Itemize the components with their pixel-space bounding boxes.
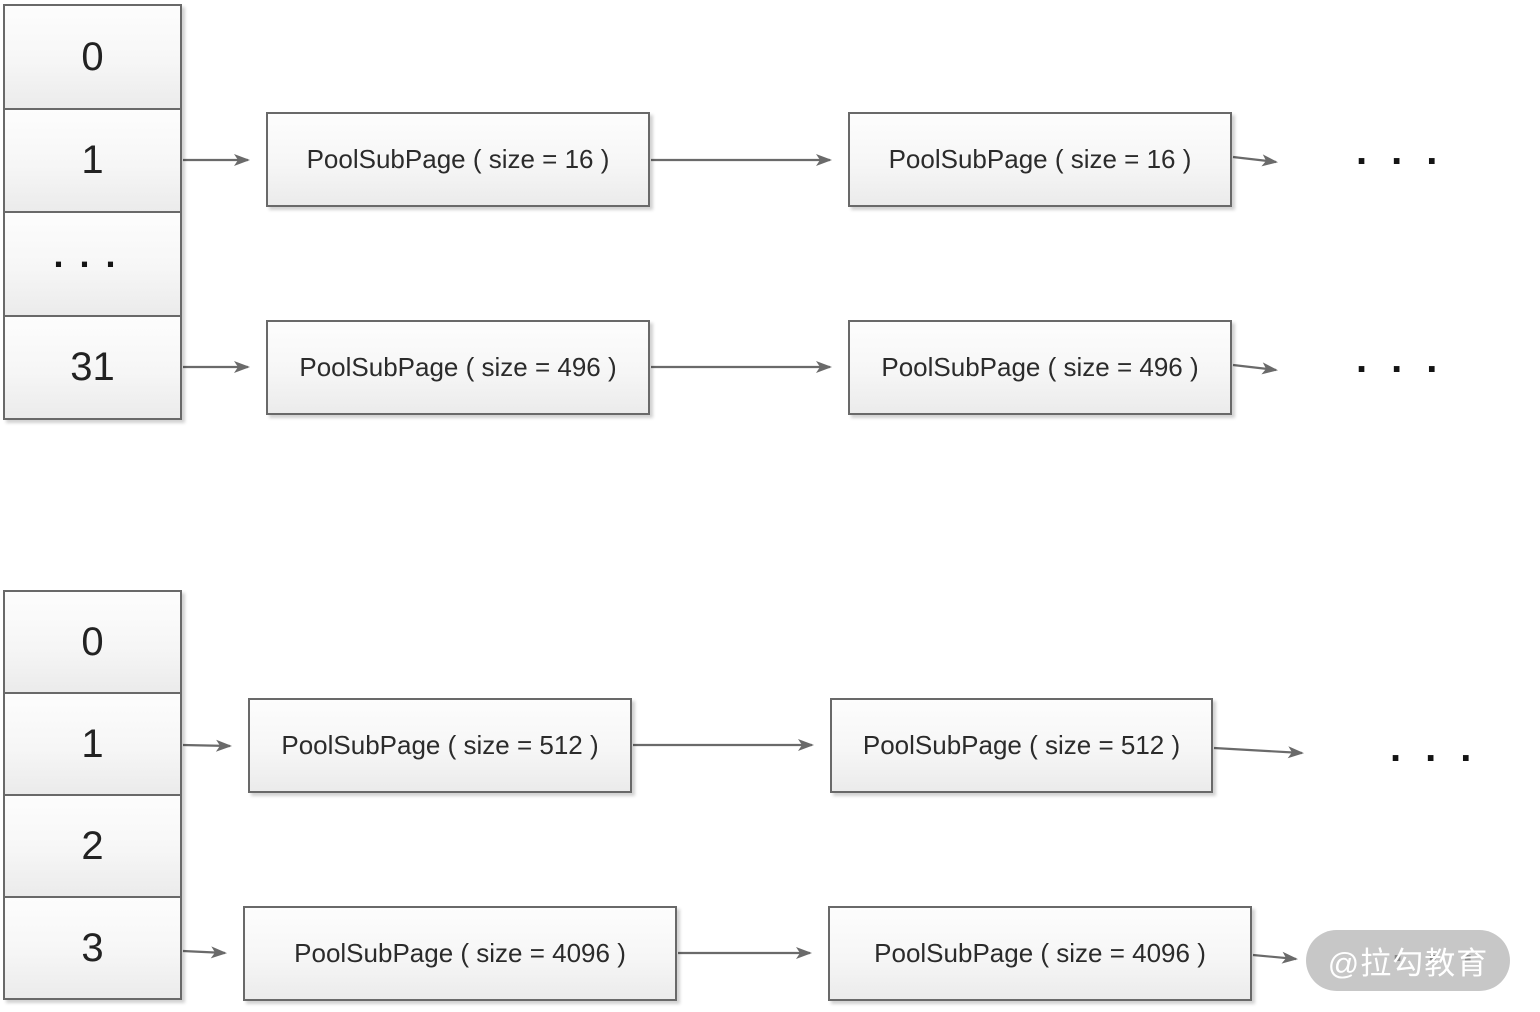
poolsubpage-node: PoolSubPage ( size = 512 ) xyxy=(248,698,632,793)
array-cell: 3 xyxy=(5,896,180,998)
watermark-label: @拉勾教育 xyxy=(1327,946,1489,981)
poolsubpage-node-label: PoolSubPage ( size = 496 ) xyxy=(299,352,617,382)
poolsubpage-node: PoolSubPage ( size = 16 ) xyxy=(848,112,1232,207)
array-cell: 2 xyxy=(5,794,180,896)
poolsubpage-node: PoolSubPage ( size = 496 ) xyxy=(266,320,650,415)
flow-arrow xyxy=(1232,154,1278,167)
array-cell: 1 xyxy=(5,107,180,211)
array-cell-label: 31 xyxy=(70,345,115,390)
array-cell: 1 xyxy=(5,692,180,794)
poolsubpage-node: PoolSubPage ( size = 512 ) xyxy=(830,698,1213,793)
poolsubpage-node-label: PoolSubPage ( size = 16 ) xyxy=(888,144,1192,174)
array-cell-label: 0 xyxy=(81,620,104,664)
poolsubpage-node: PoolSubPage ( size = 16 ) xyxy=(266,112,650,207)
array-cell-label: 0 xyxy=(81,34,104,79)
array-cell-label: 1 xyxy=(81,722,104,766)
array-cell: 31 xyxy=(5,314,180,418)
ellipsis: ... xyxy=(1356,129,1462,173)
flow-arrow xyxy=(1252,951,1298,964)
poolsubpage-node-label: PoolSubPage ( size = 512 ) xyxy=(862,730,1181,760)
flow-arrow xyxy=(1213,746,1304,759)
array-cell: ... xyxy=(5,211,180,315)
watermark-badge: @拉勾教育 xyxy=(1306,930,1510,991)
array-cell-label: 3 xyxy=(81,926,104,970)
tiny-subpage-pool-array: 0 1 ... 31 xyxy=(3,4,182,420)
flow-arrow xyxy=(182,946,227,959)
poolsubpage-node-label: PoolSubPage ( size = 512 ) xyxy=(281,730,599,760)
poolsubpage-node: PoolSubPage ( size = 4096 ) xyxy=(243,906,677,1001)
array-cell-label: 2 xyxy=(81,824,104,868)
poolsubpage-node-label: PoolSubPage ( size = 4096 ) xyxy=(874,938,1206,968)
flow-arrow xyxy=(182,739,232,752)
poolsubpage-node-label: PoolSubPage ( size = 496 ) xyxy=(881,352,1199,382)
poolsubpage-node-label: PoolSubPage ( size = 16 ) xyxy=(306,144,610,174)
ellipsis: ... xyxy=(1356,337,1462,381)
ellipsis: ... xyxy=(1390,726,1496,770)
poolsubpage-node: PoolSubPage ( size = 496 ) xyxy=(848,320,1232,415)
array-cell-label: ... xyxy=(53,233,132,275)
array-cell-label: 1 xyxy=(81,138,104,183)
poolsubpage-node-label: PoolSubPage ( size = 4096 ) xyxy=(294,938,626,968)
array-cell: 0 xyxy=(5,6,180,108)
array-cell: 0 xyxy=(5,592,180,692)
small-subpage-pool-array: 0 1 2 3 xyxy=(3,590,182,1000)
flow-arrow xyxy=(1232,362,1278,375)
poolsubpage-node: PoolSubPage ( size = 4096 ) xyxy=(828,906,1252,1001)
